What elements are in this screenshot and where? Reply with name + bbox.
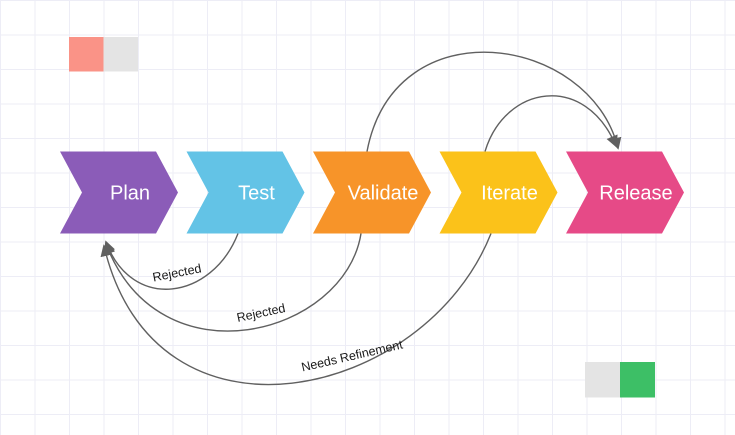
arrow-iterate-to-release[interactable]	[484, 95, 618, 152]
stage-iterate-label: Iterate	[481, 183, 538, 205]
feedback-label-rejected-1: Rejected	[151, 261, 202, 284]
gray-square[interactable]	[103, 37, 139, 72]
arrow-iterate-to-plan[interactable]	[100, 233, 492, 386]
feedback-label-rejected-2: Rejected	[235, 301, 286, 325]
green-square[interactable]	[620, 362, 655, 398]
stage-plan[interactable]: Plan	[60, 151, 178, 234]
decoration-bottom-right-squares[interactable]	[585, 362, 655, 398]
stage-release[interactable]: Release	[566, 151, 684, 234]
stage-plan-label: Plan	[110, 183, 150, 205]
stage-release-label: Release	[599, 183, 672, 205]
arrow-validate-to-plan[interactable]	[104, 233, 362, 332]
stage-iterate[interactable]: Iterate	[439, 151, 558, 234]
stage-plan-shape[interactable]	[60, 151, 178, 234]
stage-iterate-shape[interactable]	[439, 151, 558, 234]
stage-test-shape[interactable]	[186, 151, 305, 234]
arrow-test-to-plan[interactable]	[103, 233, 239, 290]
feedback-label-needs-refinement: Needs Refinement	[300, 337, 405, 374]
stage-test-label: Test	[238, 183, 275, 205]
gray-square[interactable]	[585, 362, 620, 398]
arrow-validate-to-release[interactable]	[366, 51, 622, 152]
stage-validate-label: Validate	[348, 183, 419, 205]
decoration-top-left-squares[interactable]	[69, 37, 138, 72]
stage-validate[interactable]: Validate	[313, 151, 431, 234]
stage-validate-shape[interactable]	[313, 151, 431, 234]
salmon-square[interactable]	[69, 37, 104, 72]
stage-release-shape[interactable]	[566, 151, 684, 234]
stage-test[interactable]: Test	[186, 151, 305, 234]
